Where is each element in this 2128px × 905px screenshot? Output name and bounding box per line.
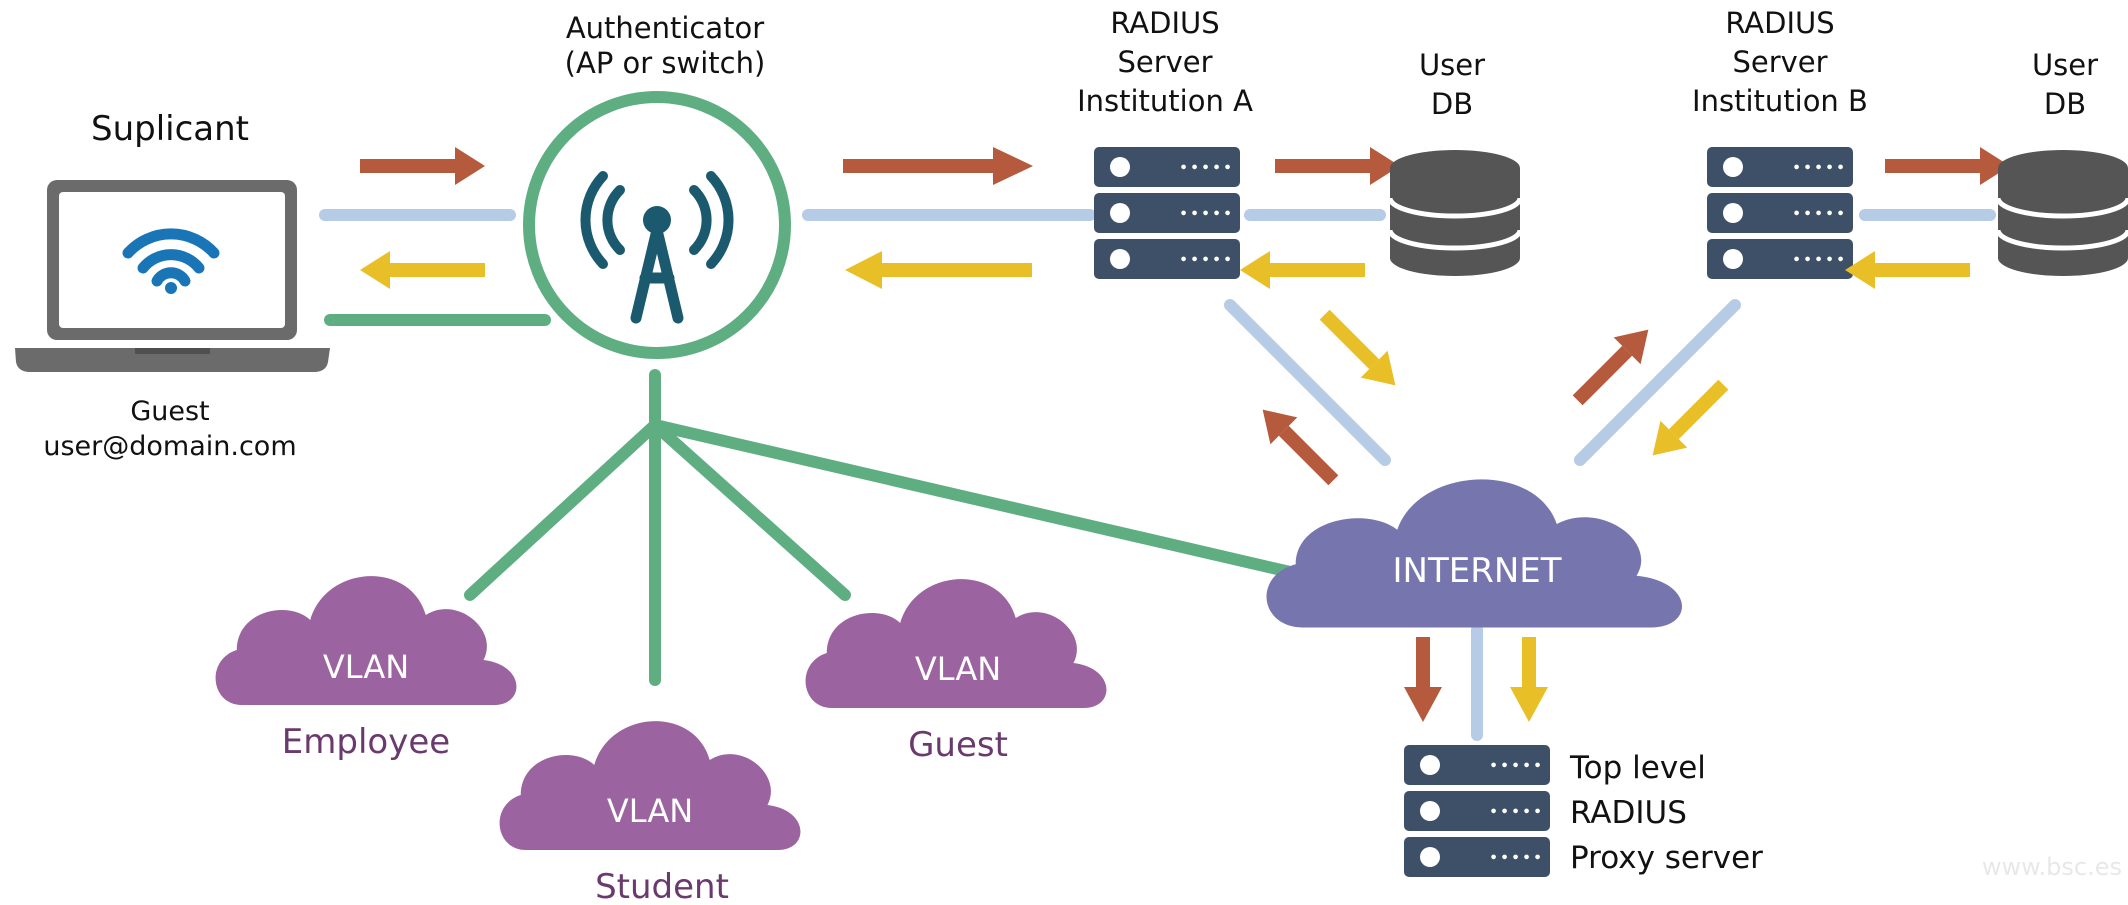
guest-user-label-line2: user@domain.com bbox=[43, 431, 296, 462]
radius-b-label-line2: Server bbox=[1732, 45, 1827, 79]
vlan-guest-label: Guest bbox=[908, 725, 1008, 765]
response-arrow-icon bbox=[1240, 251, 1365, 289]
radius-a-label-line2: Server bbox=[1117, 45, 1212, 79]
request-arrow-icon bbox=[1885, 147, 2010, 185]
watermark: www.bsc.es bbox=[1982, 853, 2122, 881]
database-b-icon bbox=[1998, 150, 2128, 276]
supplicant-label: Suplicant bbox=[91, 109, 249, 149]
link-blue-radius-a-internet bbox=[1224, 299, 1391, 466]
radius-server-a-icon bbox=[1094, 147, 1240, 279]
request-arrow-icon bbox=[843, 147, 1033, 185]
link-blue-radius-b-internet bbox=[1574, 299, 1741, 466]
database-a-icon bbox=[1390, 150, 1520, 276]
response-arrow-icon bbox=[845, 251, 1032, 289]
proxy-label-line3: Proxy server bbox=[1570, 840, 1763, 876]
radius-a-label-line3: Institution A bbox=[1077, 84, 1253, 118]
response-arrow-icon bbox=[1510, 637, 1548, 722]
userdb-a-label-line2: DB bbox=[1431, 87, 1473, 121]
radius-a-label-line1: RADIUS bbox=[1110, 6, 1219, 40]
vlan-student-cloud-label: VLAN bbox=[607, 792, 693, 830]
vlan-student-label: Student bbox=[595, 867, 729, 905]
authenticator-label-line2: (AP or switch) bbox=[565, 46, 766, 80]
antenna-icon bbox=[580, 171, 734, 324]
proxy-server-icon bbox=[1404, 745, 1550, 877]
proxy-label-line2: RADIUS bbox=[1570, 795, 1687, 831]
response-arrow-icon bbox=[1652, 379, 1729, 456]
userdb-a-label-line1: User bbox=[1419, 48, 1485, 82]
response-arrow-icon bbox=[1845, 251, 1970, 289]
radius-b-label-line1: RADIUS bbox=[1725, 6, 1834, 40]
vlan-employee-label: Employee bbox=[282, 722, 450, 762]
authenticator-label-line1: Authenticator bbox=[566, 11, 764, 45]
request-arrow-icon bbox=[360, 147, 485, 185]
response-arrow-icon bbox=[1319, 309, 1396, 386]
vlan-guest-cloud-label: VLAN bbox=[915, 650, 1001, 688]
request-arrow-icon bbox=[1275, 147, 1400, 185]
radius-b-label-line3: Institution B bbox=[1692, 84, 1868, 118]
response-arrow-icon bbox=[360, 251, 485, 289]
blue-links bbox=[319, 209, 1996, 741]
link-trunk-guest bbox=[649, 419, 851, 601]
request-arrow-icon bbox=[1572, 329, 1649, 406]
request-arrow-icon bbox=[1404, 637, 1442, 722]
vlan-student-cloud bbox=[499, 721, 801, 850]
link-trunk-internet bbox=[649, 419, 1296, 578]
green-links bbox=[324, 314, 1296, 686]
wifi-icon bbox=[122, 228, 220, 294]
link-trunk-employee bbox=[464, 419, 661, 601]
proxy-label-line1: Top level bbox=[1569, 750, 1706, 786]
vlan-employee-cloud-label: VLAN bbox=[323, 648, 409, 686]
request-arrow-icon bbox=[1262, 409, 1339, 486]
internet-label: INTERNET bbox=[1392, 551, 1561, 591]
userdb-b-label-line2: DB bbox=[2044, 87, 2086, 121]
userdb-b-label-line1: User bbox=[2032, 48, 2098, 82]
vlan-guest-cloud bbox=[805, 579, 1107, 708]
radius-server-b-icon bbox=[1707, 147, 1853, 279]
guest-user-label-line1: Guest bbox=[130, 396, 209, 427]
